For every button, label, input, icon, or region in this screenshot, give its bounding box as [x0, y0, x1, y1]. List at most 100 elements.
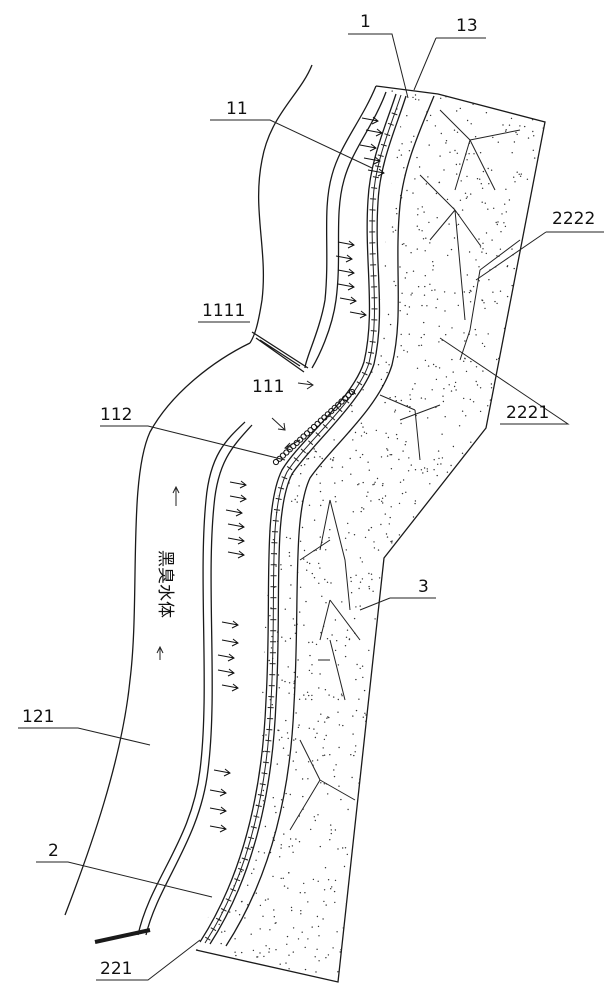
stipple-dot — [526, 781, 528, 783]
stipple-dot — [374, 233, 376, 235]
stipple-dot — [493, 677, 495, 679]
stipple-dot — [251, 580, 253, 582]
stipple-dot — [409, 872, 411, 874]
stipple-dot — [395, 656, 398, 658]
stipple-dot — [403, 723, 406, 726]
stipple-dot — [313, 105, 316, 107]
stipple-dot — [318, 232, 321, 234]
stipple-dot — [298, 302, 301, 305]
stipple-dot — [384, 821, 386, 823]
stipple-dot — [516, 971, 518, 973]
stipple-dot — [435, 192, 438, 195]
stipple-dot — [485, 463, 487, 466]
stipple-dot — [527, 376, 529, 379]
stipple-dot — [507, 96, 510, 99]
stipple-dot — [331, 466, 333, 469]
stipple-dot — [226, 361, 228, 363]
stipple-dot — [476, 178, 479, 180]
stipple-dot — [406, 272, 408, 274]
stipple-dot — [385, 533, 388, 535]
stipple-dot — [495, 561, 498, 564]
stipple-dot — [362, 716, 364, 718]
stipple-dot — [304, 946, 306, 949]
stipple-dot — [322, 368, 324, 370]
stipple-dot — [456, 131, 459, 133]
stipple-dot — [350, 592, 353, 594]
stipple-dot — [348, 638, 351, 641]
stipple-dot — [373, 547, 376, 549]
stipple-dot — [533, 333, 536, 335]
stipple-dot — [531, 330, 534, 332]
stipple-dot — [408, 333, 410, 335]
stipple-dot — [450, 86, 452, 87]
stipple-dot — [371, 288, 373, 291]
stipple-dot — [304, 464, 306, 466]
stipple-dot — [213, 883, 215, 885]
stipple-dot — [450, 390, 453, 392]
stipple-dot — [333, 247, 336, 250]
stipple-dot — [491, 530, 493, 532]
stipple-dot — [290, 584, 292, 586]
stipple-dot — [548, 282, 549, 283]
stipple-dot — [260, 267, 262, 269]
stipple-dot — [352, 715, 354, 717]
stipple-dot — [457, 928, 459, 931]
stipple-dot — [378, 656, 380, 658]
stipple-dot — [345, 549, 347, 551]
stipple-dot — [401, 243, 404, 246]
stipple-dot — [521, 811, 523, 813]
stipple-dot — [196, 443, 198, 445]
stipple-dot — [202, 460, 204, 462]
stipple-dot — [444, 543, 446, 545]
stipple-dot — [284, 608, 286, 610]
stipple-dot — [536, 480, 539, 482]
stipple-dot — [418, 617, 420, 620]
stipple-dot — [323, 149, 326, 152]
stipple-dot — [459, 764, 461, 766]
stipple-dot — [398, 940, 401, 942]
stipple-dot — [365, 308, 368, 310]
stipple-dot — [201, 239, 203, 242]
revetment-tick — [220, 908, 227, 912]
stipple-dot — [418, 914, 420, 916]
revetment-tick — [261, 772, 268, 775]
stipple-dot — [282, 283, 284, 285]
stipple-dot — [379, 973, 381, 975]
stipple-dot — [346, 201, 348, 203]
stipple-dot — [360, 510, 362, 513]
flow-arrow — [363, 156, 381, 165]
stipple-dot — [246, 463, 248, 465]
stipple-dot — [281, 679, 283, 681]
stipple-dot — [438, 955, 440, 957]
stipple-dot — [230, 535, 232, 537]
gravel-bead — [286, 446, 293, 453]
stipple-dot — [503, 802, 505, 804]
stipple-dot — [245, 619, 248, 621]
stipple-dot — [196, 451, 198, 453]
stipple-dot — [294, 156, 296, 158]
stipple-dot — [198, 498, 201, 500]
stipple-dot — [362, 330, 364, 332]
stipple-dot — [263, 420, 266, 422]
stipple-dot — [313, 243, 316, 245]
stipple-dot — [512, 708, 514, 710]
revetment-tick — [308, 440, 314, 446]
stipple-dot — [486, 920, 488, 922]
stipple-dot — [517, 732, 520, 734]
stipple-dot — [358, 698, 360, 700]
stipple-dot — [413, 600, 415, 603]
stipple-dot — [355, 709, 358, 712]
stipple-dot — [474, 541, 476, 544]
flow-arrow — [337, 282, 355, 291]
stipple-dot — [385, 875, 387, 877]
stipple-dot — [366, 161, 368, 163]
stipple-dot — [517, 100, 519, 102]
stipple-dot — [228, 372, 230, 374]
stipple-dot — [400, 575, 402, 577]
stipple-dot — [395, 207, 397, 210]
gravel-bead — [338, 398, 345, 405]
stipple-dot — [494, 677, 497, 679]
stipple-dot — [219, 658, 222, 661]
stipple-dot — [269, 98, 271, 100]
stipple-dot — [385, 832, 388, 834]
